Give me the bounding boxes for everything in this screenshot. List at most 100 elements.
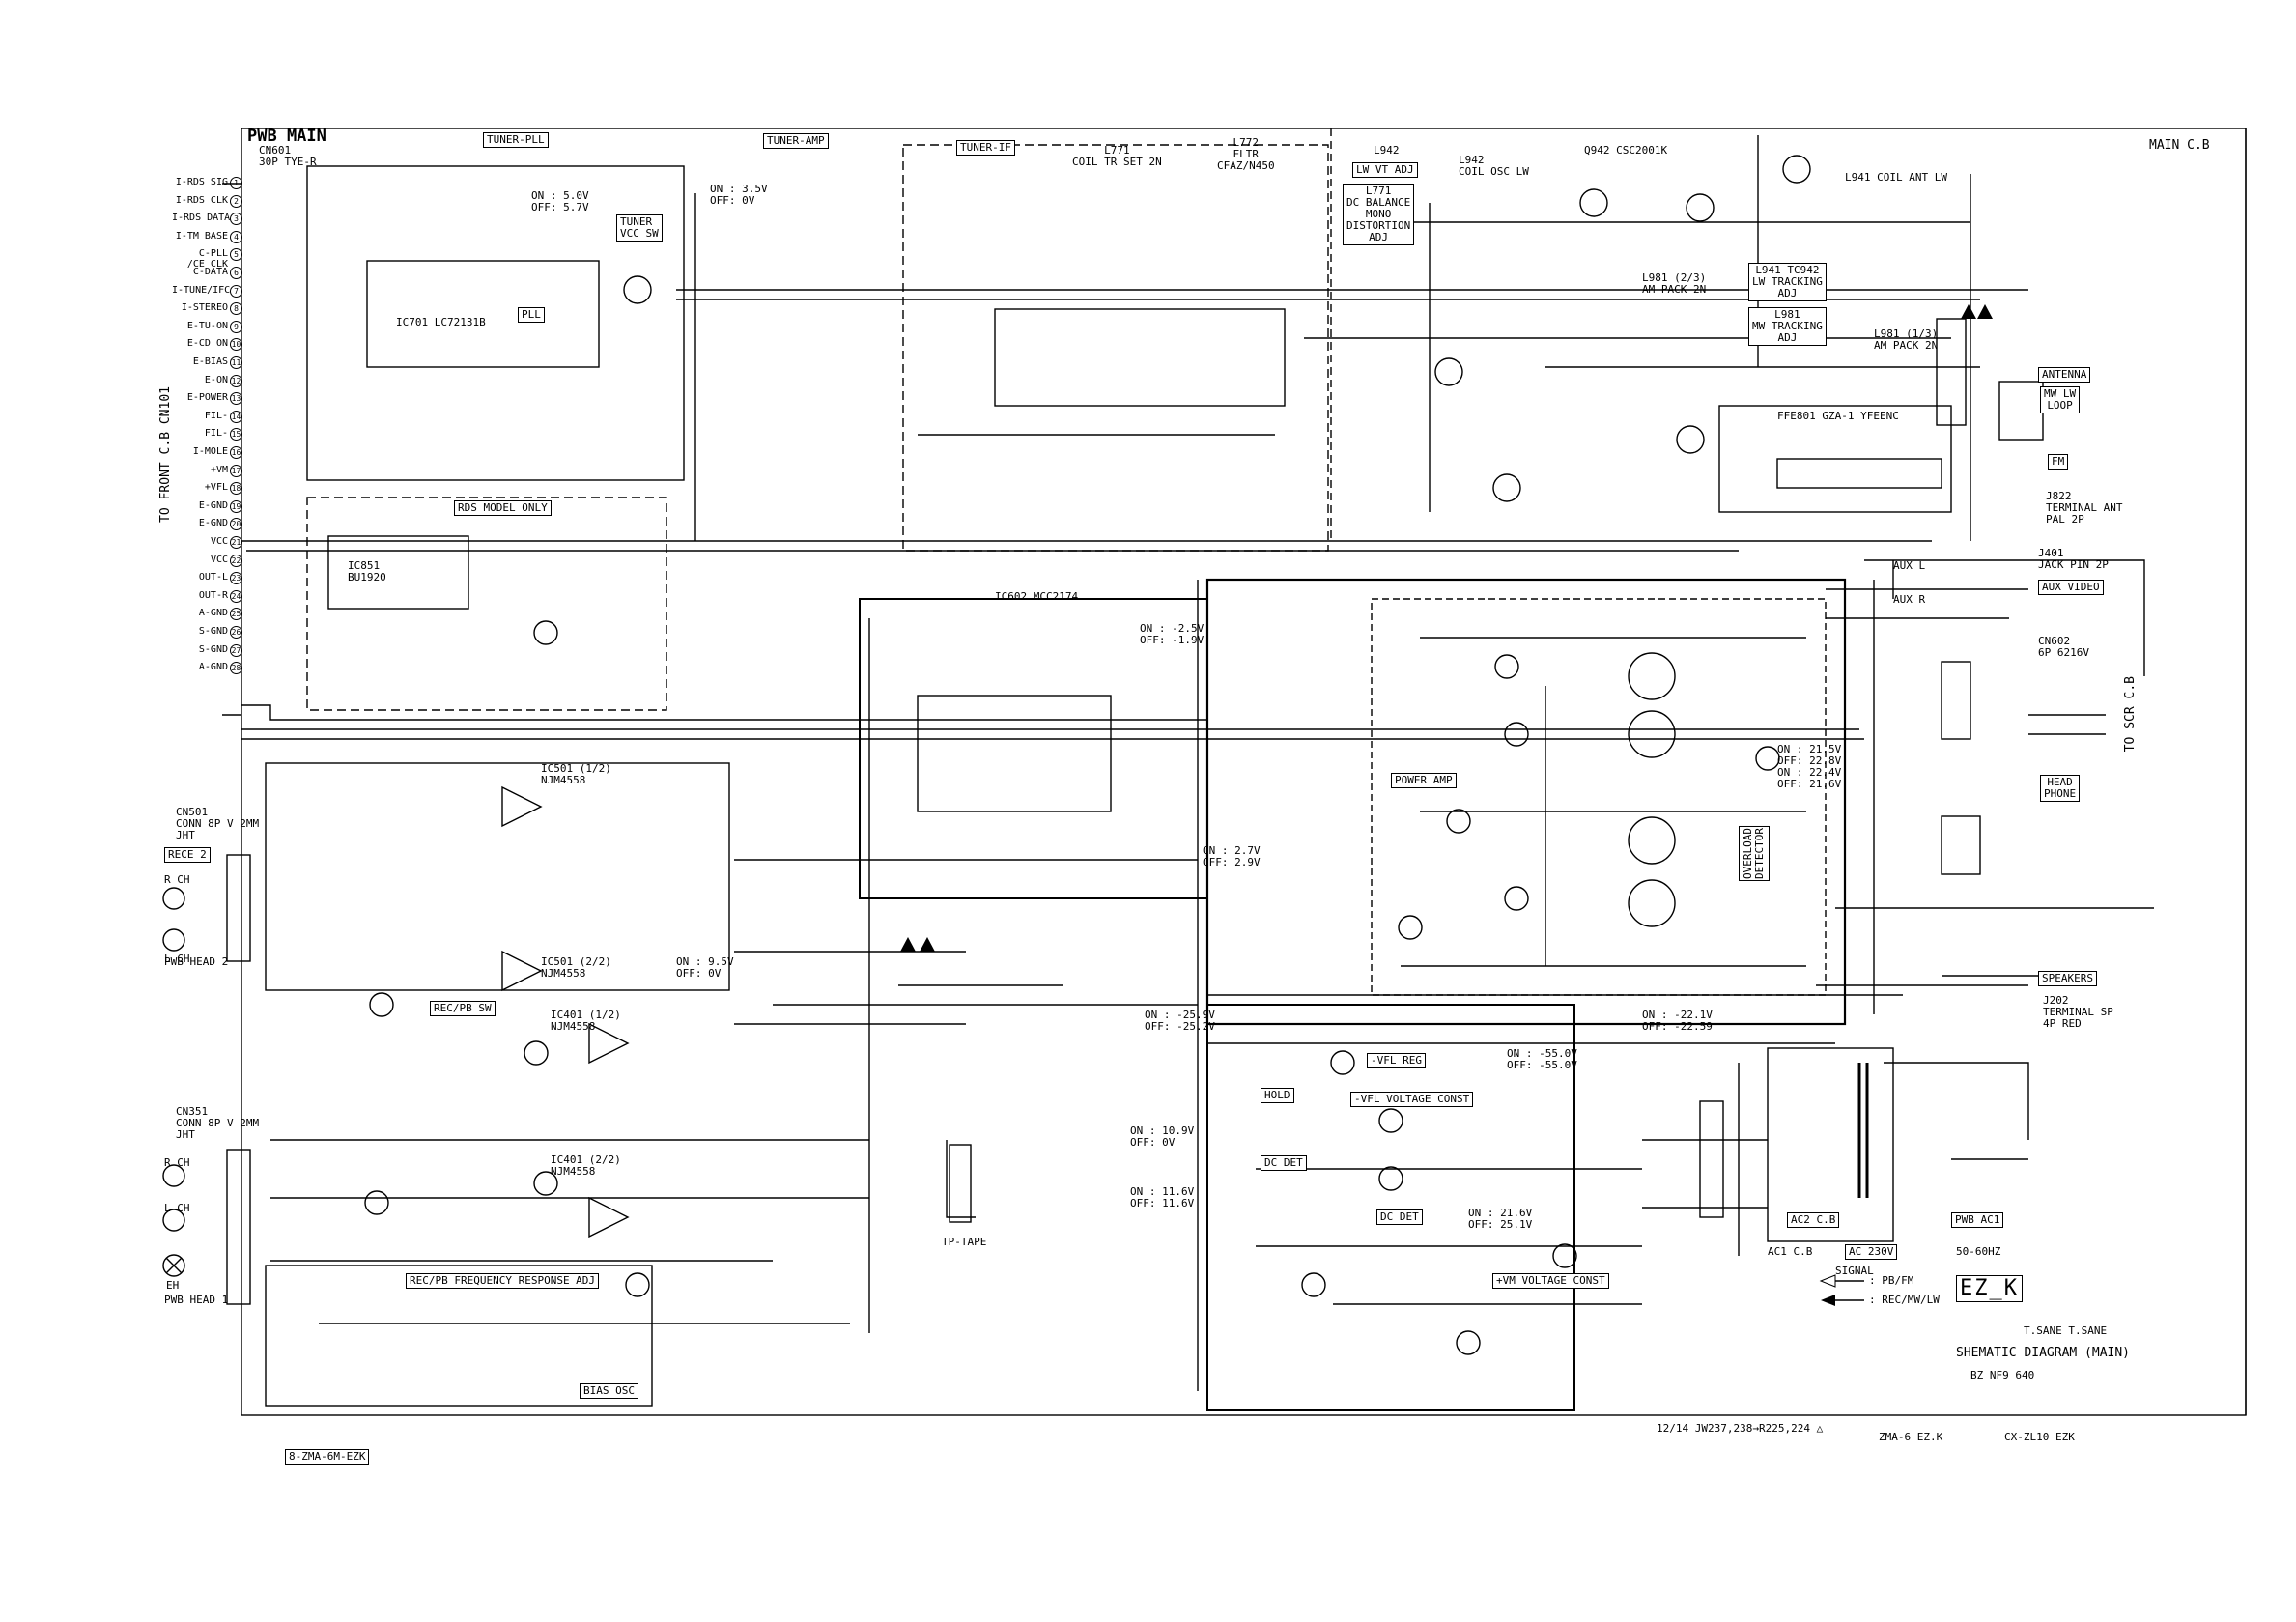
front-pin-number: 10	[230, 338, 242, 352]
ic602-label: IC602 MCC2174	[995, 590, 1079, 603]
voltage-note-7: ON : -25.9V OFF: -25.2V	[1145, 1009, 1215, 1033]
aux-video-label: AUX VIDEO	[2038, 580, 2104, 595]
aux-r-label: AUX R	[1893, 593, 1926, 606]
front-pin-number: 23	[230, 572, 242, 585]
ic701-label: IC701 LC72131B	[396, 316, 486, 328]
front-pin-number: 16	[230, 446, 242, 459]
pwb-head2-label: PWB HEAD 2	[164, 955, 229, 968]
front-pin-number: 27	[230, 643, 242, 657]
revision-note: 12/14 JW237,238→R225,224 △	[1657, 1422, 1824, 1435]
front-pin-label: A-GND	[198, 662, 228, 673]
voltage-note-10: ON : 10.9V OFF: 0V	[1130, 1124, 1195, 1149]
main-cb-label: MAIN C.B	[2149, 138, 2210, 153]
voltage-note-11: ON : 11.6V OFF: 11.6V	[1130, 1185, 1195, 1209]
r-ch-label: R CH	[164, 873, 190, 886]
filter-l772-label: L772 FLTR CFAZ/N450	[1217, 136, 1275, 172]
ffe801-label: FFE801 GZA-1 YFEENC	[1777, 410, 1899, 422]
ac1-cb-label: AC1 C.B	[1768, 1245, 1813, 1258]
front-pin-number: 5	[230, 248, 242, 262]
front-pin-number: 14	[230, 410, 242, 423]
front-pin-label: OUT-L	[198, 572, 228, 583]
to-front-cb-label: TO FRONT C.B CN101	[158, 386, 173, 523]
ic501-2-label: IC501 (2/2) NJM4558	[541, 955, 611, 980]
dc-balance-label: L771 DC BALANCE MONO DISTORTION ADJ	[1343, 184, 1415, 245]
front-pin-label: C-PLL /CE CLK	[186, 248, 228, 270]
page-title: PWB MAIN	[247, 127, 326, 146]
vm-voltage-const-label: +VM VOLTAGE CONST	[1492, 1273, 1609, 1289]
dc-det-label: DC DET	[1261, 1155, 1307, 1171]
front-pin-number: 8	[230, 302, 242, 316]
front-pin-number: 17	[230, 464, 242, 477]
front-pin-label: C-DATA	[192, 267, 228, 277]
front-pin-label: VCC	[210, 554, 228, 565]
vfl-voltage-const-label: -VFL VOLTAGE CONST	[1350, 1092, 1474, 1107]
front-pin-label: I-TUNE/IFC	[172, 284, 231, 296]
front-pin-number: 21	[230, 536, 242, 549]
fm-label: FM	[2048, 454, 2069, 470]
front-pin-label: OUT-R	[198, 589, 228, 601]
front-pin-label: FIL-	[204, 410, 228, 421]
ic401-label: IC401 (1/2) NJM4558	[551, 1009, 621, 1033]
front-pin-number: 11	[230, 356, 242, 369]
front-pin-label: I-RDS DATA	[172, 213, 231, 224]
l941-label: L941 COIL ANT LW	[1845, 171, 1947, 184]
front-pin-number: 9	[230, 320, 242, 333]
front-pin-label: E-CD ON	[186, 338, 228, 350]
l981-13-label: L981 (1/3) AM PACK 2N	[1874, 327, 1939, 352]
front-pin-label: E-TU-ON	[186, 320, 228, 331]
tp-tape-label: TP-TAPE	[942, 1236, 987, 1248]
terminal-ant-label: J822 TERMINAL ANT PAL 2P	[2046, 490, 2123, 526]
bias-osc-label: BIAS OSC	[580, 1383, 638, 1399]
ac-230v-label: AC 230V	[1845, 1244, 1898, 1260]
pwb-head1-label: PWB HEAD 1	[164, 1294, 229, 1306]
model-label: CX-ZL10 EZK	[2004, 1431, 2075, 1443]
front-pin-label: E-POWER	[186, 392, 228, 404]
front-pin-number: 15	[230, 428, 242, 441]
front-pin-number: 26	[230, 626, 242, 639]
front-pin-label: VCC	[210, 536, 228, 547]
front-pin-label: E-BIAS	[192, 356, 228, 367]
front-pin-label: E-GND	[198, 518, 228, 529]
hold-label: HOLD	[1261, 1088, 1294, 1103]
rec-pb-frequency-label: REC/PB FREQUENCY RESPONSE ADJ	[406, 1273, 600, 1289]
front-pin-number: 25	[230, 608, 242, 621]
front-pin-number: 4	[230, 230, 242, 243]
front-pin-number: 2	[230, 194, 242, 208]
signal-label: SIGNAL	[1835, 1265, 1874, 1277]
l-ch-label: L CH	[164, 953, 190, 965]
zma-label: ZMA-6 EZ.K	[1879, 1431, 1943, 1443]
voltage-note-1: ON : 3.5V OFF: 0V	[710, 183, 768, 207]
document-code: BZ NF9 640	[1970, 1369, 2035, 1381]
l942-label: L942	[1374, 144, 1400, 157]
voltage-note-6: ON : 9.5V OFF: 0V	[676, 955, 734, 980]
mw-lw-loop-label: MW LW LOOP	[2040, 386, 2081, 413]
voltage-note-4: ON : 21.5V OFF: 22.8V ON : 22.4V OFF: 21…	[1777, 743, 1842, 790]
terminal-sp-label: J202 TERMINAL SP 4P RED	[2043, 994, 2113, 1030]
voltage-note-9: ON : -55.0V OFF: -55.0V	[1507, 1047, 1577, 1071]
pwb-ac1-label: PWB AC1	[1951, 1212, 2004, 1228]
mw-tracking-label: L981 MW TRACKING ADJ	[1748, 307, 1827, 346]
voltage-note-2: ON : 5.0V OFF: 5.7V	[531, 189, 589, 213]
voltage-note-8: ON : -22.1V OFF: -22.59	[1642, 1009, 1713, 1033]
headphone-label: HEAD PHONE	[2040, 775, 2081, 802]
tuner-pll-label: TUNER-PLL	[483, 132, 549, 148]
front-pin-number: 12	[230, 374, 242, 387]
front-pin-label: A-GND	[198, 608, 228, 619]
ic851-label: IC851 BU1920	[348, 559, 386, 583]
front-pin-label: E-ON	[204, 374, 228, 385]
l-ch-2-label: L CH	[164, 1202, 190, 1214]
tuner-if-label: TUNER-IF	[956, 140, 1015, 156]
front-pin-label: I-STEREO	[181, 302, 228, 314]
front-pin-number: 7	[230, 284, 242, 298]
front-pin-label: I-RDS SIG	[175, 177, 228, 187]
cn501-label: CN501 CONN 8P V 2MM JHT	[176, 806, 260, 841]
dc-det-2-label: DC DET	[1376, 1209, 1423, 1225]
front-pin-number: 28	[230, 662, 242, 675]
ic401-2-label: IC401 (2/2) NJM4558	[551, 1153, 621, 1178]
lw-tracking-label: L941 TC942 LW TRACKING ADJ	[1748, 263, 1827, 301]
front-pin-label: S-GND	[198, 643, 228, 655]
schematic-title: SHEMATIC DIAGRAM (MAIN)	[1956, 1346, 2131, 1360]
voltage-note-12: ON : 21.6V OFF: 25.1V	[1468, 1207, 1533, 1231]
legend-pb-fm: : PB/FM	[1869, 1274, 1914, 1287]
voltage-note-5: ON : 2.7V OFF: 2.9V	[1203, 844, 1261, 868]
